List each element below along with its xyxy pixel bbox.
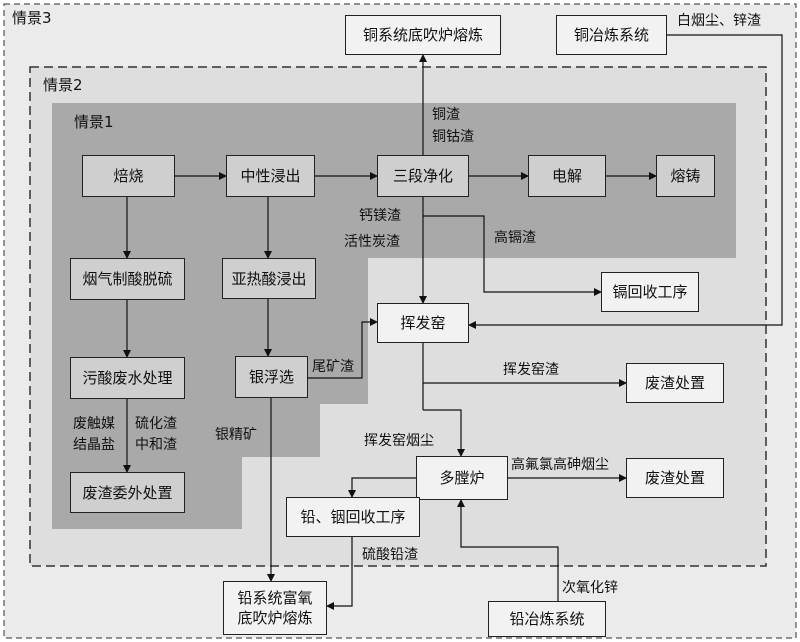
waste-disposal-box-1: 废渣处置	[626, 363, 724, 403]
lead-sulfate-slag-label: 硫酸铅渣	[362, 547, 418, 563]
arrow-pbin-to-leadfurnace	[326, 537, 353, 610]
zinc-oxide-label: 次氧化锌	[562, 580, 618, 596]
copper-slag-label: 铜渣	[432, 107, 460, 123]
scenario-1-region	[52, 103, 736, 529]
lead-indium-recovery-box: 铅、铟回收工序	[286, 497, 420, 537]
silver-flotation-box: 银浮选	[235, 356, 308, 398]
lead-smelting-system-box: 铅冶炼系统	[488, 601, 606, 637]
arrow-multihearth-to-pbin	[348, 477, 416, 498]
arrow-leadsmelt-to-multihearth	[457, 499, 559, 601]
calcium-magnesium-slag-label: 钙镁渣	[359, 208, 401, 224]
sulfide-slag-label: 硫化渣	[135, 416, 177, 432]
tailings-label: 尾矿渣	[312, 359, 354, 375]
scenario-1-label: 情景1	[74, 113, 114, 131]
electrolysis-box: 电解	[528, 155, 606, 197]
arrow-kiln-to-multihearth	[423, 409, 465, 457]
silver-concentrate-label: 银精矿	[215, 427, 257, 443]
roasting-box: 焙烧	[82, 155, 175, 197]
copper-bottom-blown-furnace-box: 铜系统底吹炉熔炼	[345, 15, 501, 55]
lead-furnace-line-2: 底吹炉熔炼	[237, 609, 313, 627]
flue-gas-acid-box: 烟气制酸脱硫	[70, 258, 185, 300]
spent-catalyst-label: 废触媒	[73, 416, 115, 432]
cadmium-recovery-box: 镉回收工序	[601, 272, 699, 312]
casting-box: 熔铸	[656, 155, 715, 197]
arrow-tailings-to-kiln	[308, 318, 378, 379]
activated-carbon-slag-label: 活性炭渣	[344, 234, 400, 250]
high-f-cl-as-dust-label: 高氟氯高砷烟尘	[511, 457, 609, 473]
copper-smelting-system-box: 铜冶炼系统	[556, 15, 667, 55]
kiln-dust-label: 挥发窑烟尘	[364, 433, 434, 449]
volatilization-kiln-box: 挥发窑	[377, 303, 469, 343]
arrow-coppersmelt-to-kiln	[468, 34, 783, 329]
waste-outsource-box: 废渣委外处置	[70, 472, 185, 513]
white-dust-zinc-slag-label: 白烟尘、锌渣	[677, 13, 761, 29]
scenario-3-label: 情景3	[12, 9, 52, 27]
arrow-purify-to-cadmium	[423, 215, 602, 296]
kiln-slag-label: 挥发窑渣	[503, 362, 559, 378]
crystal-salt-label: 结晶盐	[73, 437, 115, 453]
waste-disposal-box-2: 废渣处置	[626, 458, 724, 498]
multi-hearth-furnace-box: 多膛炉	[416, 456, 508, 500]
neutral-leach-box: 中性浸出	[226, 155, 315, 197]
high-cadmium-slag-label: 高镉渣	[494, 230, 536, 246]
neutralization-slag-label: 中和渣	[135, 437, 177, 453]
three-stage-purify-box: 三段净化	[377, 155, 469, 197]
lead-furnace-line-1: 铅系统富氧	[237, 589, 313, 607]
wastewater-treatment-box: 污酸废水处理	[70, 357, 185, 399]
lead-bottom-blown-furnace-box: 铅系统富氧底吹炉熔炼	[223, 581, 327, 635]
subhot-acid-leach-box: 亚热酸浸出	[222, 258, 316, 299]
scenario-2-label: 情景2	[43, 76, 83, 94]
copper-cobalt-slag-label: 铜钴渣	[432, 129, 474, 145]
